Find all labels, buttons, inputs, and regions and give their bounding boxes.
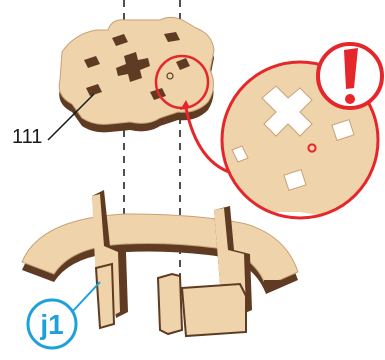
step-badge-label: j1 (29, 310, 75, 340)
part-number-label: 111 (12, 126, 42, 149)
top-plate-part (59, 17, 214, 132)
exclamation-icon (318, 44, 382, 108)
